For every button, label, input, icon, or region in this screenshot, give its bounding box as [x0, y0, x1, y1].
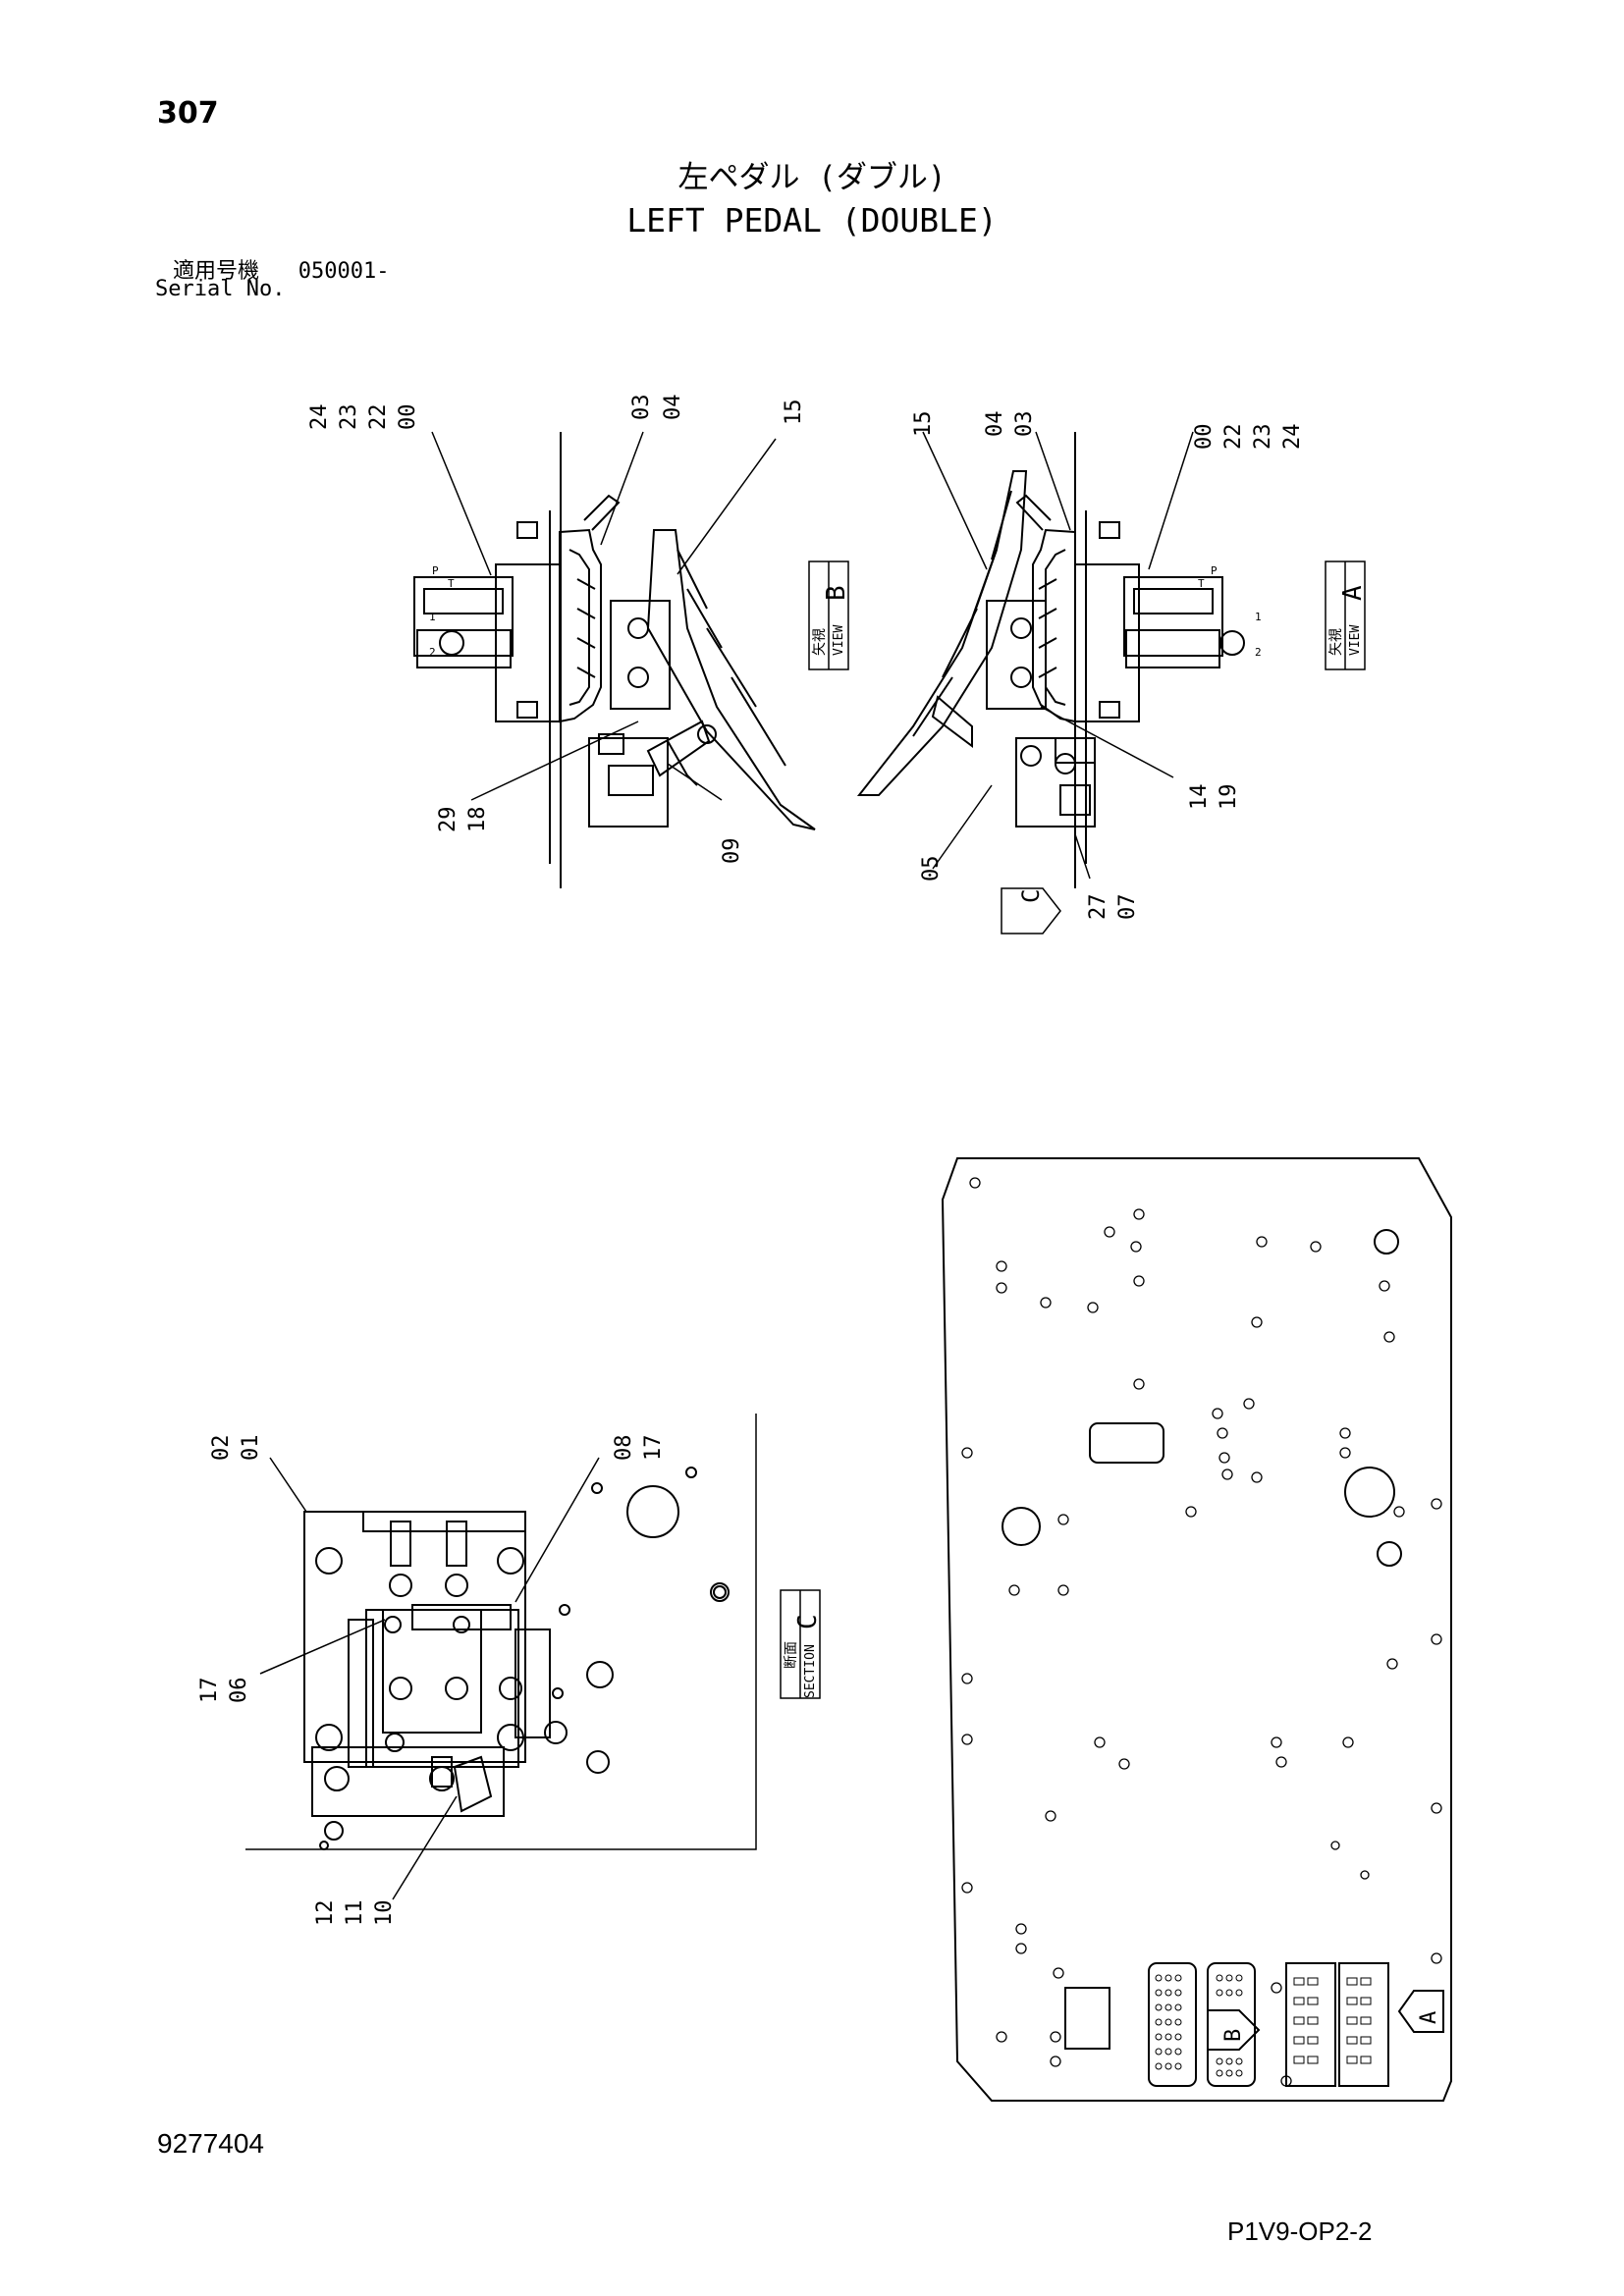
view-b-jp: 矢視: [812, 628, 828, 656]
callout-07: 07: [1115, 894, 1140, 921]
port-mark-2-a: 2: [1255, 646, 1262, 659]
serial-line: 適用号機 050001-: [173, 253, 389, 285]
callout-23: 23: [1251, 424, 1275, 451]
view-a-label: [1325, 561, 1366, 670]
title-japanese: 左ペダル (ダブル): [677, 160, 947, 195]
section-c-label: [780, 1589, 821, 1699]
view-a-jp: 矢視: [1328, 628, 1344, 656]
callout-12: 12: [313, 1900, 338, 1927]
callout-08: 08: [612, 1435, 636, 1462]
callout-17: 17: [197, 1678, 222, 1704]
section-c-letter: C: [793, 1614, 823, 1629]
callout-01: 01: [239, 1435, 263, 1462]
section-c-drawing: [245, 1414, 757, 1850]
callout-22: 22: [366, 404, 391, 431]
section-c-en: SECTION: [803, 1644, 818, 1698]
callouts-section-c: 02 01 08 17 17 06 12 11 10: [197, 1435, 666, 1927]
callout-04: 04: [661, 395, 685, 421]
callout-19: 19: [1217, 784, 1241, 811]
callout-06: 06: [227, 1678, 251, 1704]
port-mark-t: T: [448, 577, 455, 590]
callout-23: 23: [337, 404, 361, 431]
callout-10: 10: [372, 1900, 397, 1927]
callout-04: 04: [983, 411, 1007, 438]
arrow-a-letter: A: [1417, 2011, 1441, 2024]
callout-15: 15: [782, 400, 806, 426]
callout-14: 14: [1187, 784, 1212, 811]
callout-24: 24: [1280, 424, 1305, 451]
callouts-view-a: 15 04 03 00 22 23 24 14 19 05 27 07: [911, 411, 1305, 921]
callout-22: 22: [1221, 424, 1246, 451]
callout-15: 15: [911, 411, 936, 438]
callout-11: 11: [343, 1900, 367, 1927]
page-code: P1V9-OP2-2: [1227, 2216, 1373, 2246]
port-mark-p-a: P: [1211, 564, 1218, 577]
callouts-view-b: 24 23 22 00 03 04 15 29 18 09: [307, 395, 806, 865]
doc-number: 9277404: [157, 2128, 265, 2159]
port-mark-2: 2: [429, 646, 436, 659]
view-b-drawing: [413, 432, 816, 888]
callout-17: 17: [641, 1435, 666, 1462]
callout-18: 18: [465, 807, 490, 833]
view-b-leaders: [431, 431, 777, 801]
serial-label-jp: 適用号機: [173, 259, 260, 284]
port-mark-p: P: [432, 564, 439, 577]
callout-00: 00: [1192, 424, 1217, 451]
serial-value: 050001-: [298, 259, 390, 284]
port-mark-1-a: 1: [1255, 611, 1262, 623]
view-a-en: VIEW: [1348, 625, 1363, 656]
view-b-en: VIEW: [832, 625, 846, 656]
section-c-leaders: [259, 1457, 600, 1900]
floor-plate-drawing: [941, 1157, 1452, 2102]
port-mark-1: 1: [429, 611, 436, 623]
port-mark-t-a: T: [1198, 577, 1205, 590]
arrow-c-marker: [1001, 887, 1061, 934]
callout-24: 24: [307, 404, 332, 431]
floor-plate-pedal-grips: [1155, 1974, 1372, 2077]
view-b-label: [808, 561, 849, 670]
callout-09: 09: [720, 838, 744, 865]
view-b-letter: B: [822, 585, 851, 601]
floor-plate-holes: [961, 1177, 1442, 2087]
callout-02: 02: [209, 1435, 234, 1462]
callout-27: 27: [1086, 894, 1110, 921]
page-number: 307: [157, 96, 219, 131]
serial-label-en: Serial No.: [155, 277, 286, 301]
view-a-letter: A: [1338, 585, 1368, 601]
arrow-c-letter: C: [1017, 889, 1045, 903]
callout-29: 29: [436, 807, 460, 833]
page-title: LEFT PEDAL (DOUBLE): [626, 201, 998, 240]
section-c-jp: 断面: [784, 1641, 799, 1669]
callout-05: 05: [919, 856, 944, 882]
view-a-drawing: [856, 432, 1245, 888]
callout-00: 00: [396, 404, 420, 431]
callout-03: 03: [1012, 411, 1037, 438]
callout-03: 03: [629, 395, 654, 421]
arrow-b-letter: B: [1221, 2029, 1246, 2042]
view-a-leaders: [922, 431, 1194, 880]
